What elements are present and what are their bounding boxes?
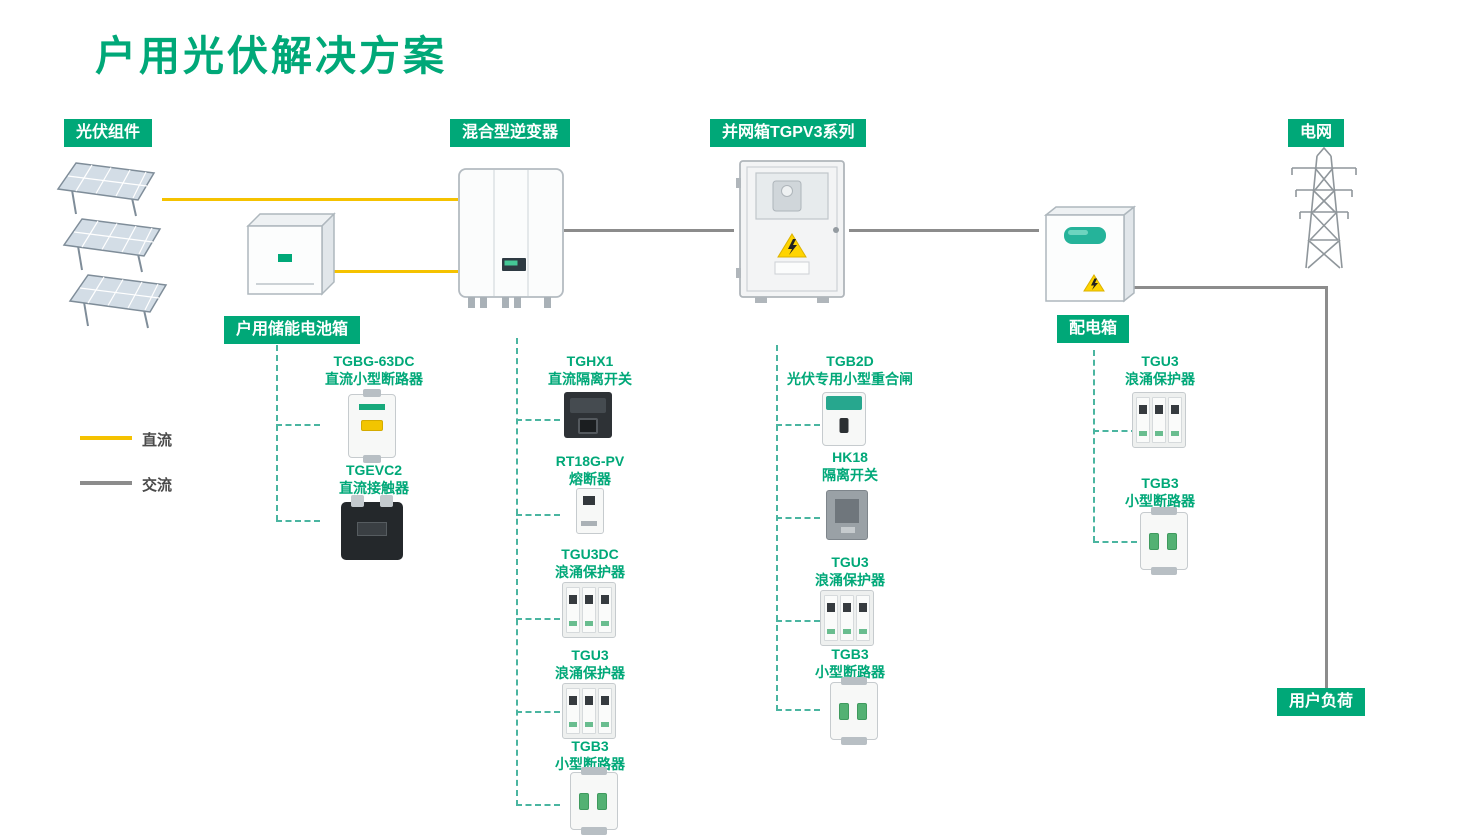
- badge-distribution-box: 配电箱: [1057, 315, 1130, 343]
- legend-dc-label: 直流: [142, 432, 173, 449]
- surge-protector-image: [1132, 392, 1186, 448]
- badge-pv-modules: 光伏组件: [64, 119, 153, 147]
- solar-panel-icon: [56, 162, 156, 217]
- distbox-tree-stub: [1093, 430, 1137, 432]
- component-label-tgu3: TGU3 浪涌保护器: [512, 646, 668, 682]
- component-model: TGEVC2: [345, 462, 402, 478]
- component-label-tghx1: TGHX1 直流隔离开关: [512, 352, 668, 388]
- legend-ac-line: [80, 481, 132, 485]
- badge-grid-connection-box: 并网箱TGPV3系列: [710, 119, 867, 147]
- distribution-box-image: [1043, 205, 1137, 303]
- inverter-tree-stub: [516, 804, 560, 806]
- component-model: TGBG-63DC: [333, 353, 415, 369]
- component-name: 小型断路器: [1125, 493, 1195, 509]
- gridbox-tree-stub: [776, 424, 820, 426]
- dc-line-battery-to-inverter: [334, 270, 458, 273]
- component-model: TGU3: [571, 647, 609, 663]
- inverter-tree-stub: [516, 711, 560, 713]
- solar-panel-icon: [68, 274, 168, 329]
- isolation-switch-image: [826, 490, 868, 540]
- distbox-tree-line: [1093, 350, 1095, 542]
- battery-tree-line: [276, 345, 278, 521]
- component-model: TGU3: [1141, 353, 1179, 369]
- solar-panel-icon: [62, 218, 162, 273]
- component-model: TGB3: [571, 738, 609, 754]
- legend-dc-line: [80, 436, 132, 440]
- inverter-tree-stub: [516, 419, 560, 421]
- dc-contactor-image: [341, 495, 403, 560]
- inverter-tree-stub: [516, 618, 560, 620]
- badge-user-load: 用户负荷: [1277, 688, 1366, 716]
- mini-circuit-breaker-image: [1140, 507, 1188, 575]
- dc-isolation-switch-image: [564, 392, 612, 438]
- surge-protector-image: [820, 590, 874, 646]
- component-name: 浪涌保护器: [815, 572, 885, 588]
- mini-circuit-breaker-image: [830, 677, 878, 745]
- dc-line-pv-to-inverter: [162, 198, 458, 201]
- badge-battery-box: 户用储能电池箱: [224, 316, 361, 344]
- component-name: 光伏专用小型重合闸: [787, 371, 913, 387]
- component-model: HK18: [832, 449, 868, 465]
- badge-hybrid-inverter: 混合型逆变器: [450, 119, 571, 147]
- component-name: 直流接触器: [339, 480, 409, 496]
- component-label-tgu3: TGU3 浪涌保护器: [1080, 352, 1240, 388]
- component-name: 浪涌保护器: [1125, 371, 1195, 387]
- legend-ac-label: 交流: [142, 477, 173, 494]
- gridbox-tree-line: [776, 345, 778, 711]
- component-label-tgb3: TGB3 小型断路器: [512, 737, 668, 773]
- component-label-rt18gpv: RT18G-PV 熔断器: [512, 452, 668, 488]
- component-label-tgevc2: TGEVC2 直流接触器: [296, 461, 452, 497]
- dc-mini-circuit-breaker-image: [348, 389, 396, 463]
- grid-connection-box-image: [736, 160, 845, 303]
- component-label-tgb3: TGB3 小型断路器: [1080, 474, 1240, 510]
- component-label-tgu3: TGU3 浪涌保护器: [768, 553, 932, 589]
- component-model: RT18G-PV: [555, 453, 625, 469]
- ac-line-gridbox-to-distbox: [849, 229, 1039, 232]
- inverter-tree-line: [516, 338, 518, 806]
- page-title: 户用光伏解决方案: [95, 33, 447, 79]
- ac-line-inverter-to-gridbox: [564, 229, 734, 232]
- component-name: 直流隔离开关: [548, 371, 632, 387]
- component-label-hk18: HK18 隔离开关: [768, 448, 932, 484]
- component-name: 直流小型断路器: [325, 371, 423, 387]
- gridbox-tree-stub: [776, 709, 820, 711]
- component-model: TGU3: [831, 554, 869, 570]
- pv-recloser-image: [822, 392, 866, 446]
- component-model: TGB2D: [826, 353, 874, 369]
- component-name: 小型断路器: [815, 664, 885, 680]
- component-label-tgb2d: TGB2D 光伏专用小型重合闸: [768, 352, 932, 388]
- component-model: TGB3: [831, 646, 869, 662]
- mini-circuit-breaker-image: [570, 767, 618, 835]
- transmission-tower-icon: [1291, 146, 1357, 269]
- component-name: 浪涌保护器: [555, 665, 625, 681]
- component-name: 隔离开关: [822, 467, 878, 483]
- ac-line-distbox-to-bus: [1130, 286, 1328, 289]
- component-name: 小型断路器: [555, 756, 625, 772]
- badge-power-grid: 电网: [1288, 119, 1345, 147]
- component-label-tgb3: TGB3 小型断路器: [768, 645, 932, 681]
- gridbox-tree-stub: [776, 620, 820, 622]
- component-label-tgu3dc: TGU3DC 浪涌保护器: [512, 545, 668, 581]
- distbox-tree-stub: [1093, 541, 1137, 543]
- battery-tree-stub: [276, 520, 320, 522]
- component-model: TGHX1: [566, 353, 614, 369]
- ac-line-bus-to-load: [1325, 286, 1328, 688]
- battery-box-image: [246, 212, 336, 296]
- component-model: TGB3: [1141, 475, 1179, 491]
- gridbox-tree-stub: [776, 517, 820, 519]
- component-model: TGU3DC: [561, 546, 619, 562]
- component-name: 熔断器: [569, 471, 611, 487]
- component-label-tgbg63dc: TGBG-63DC 直流小型断路器: [296, 352, 452, 388]
- fuse-image: [576, 488, 604, 534]
- surge-protector-image: [562, 582, 616, 638]
- surge-protector-image: [562, 683, 616, 739]
- inverter-tree-stub: [516, 514, 560, 516]
- battery-tree-stub: [276, 424, 320, 426]
- inverter-image: [458, 168, 564, 308]
- component-name: 浪涌保护器: [555, 564, 625, 580]
